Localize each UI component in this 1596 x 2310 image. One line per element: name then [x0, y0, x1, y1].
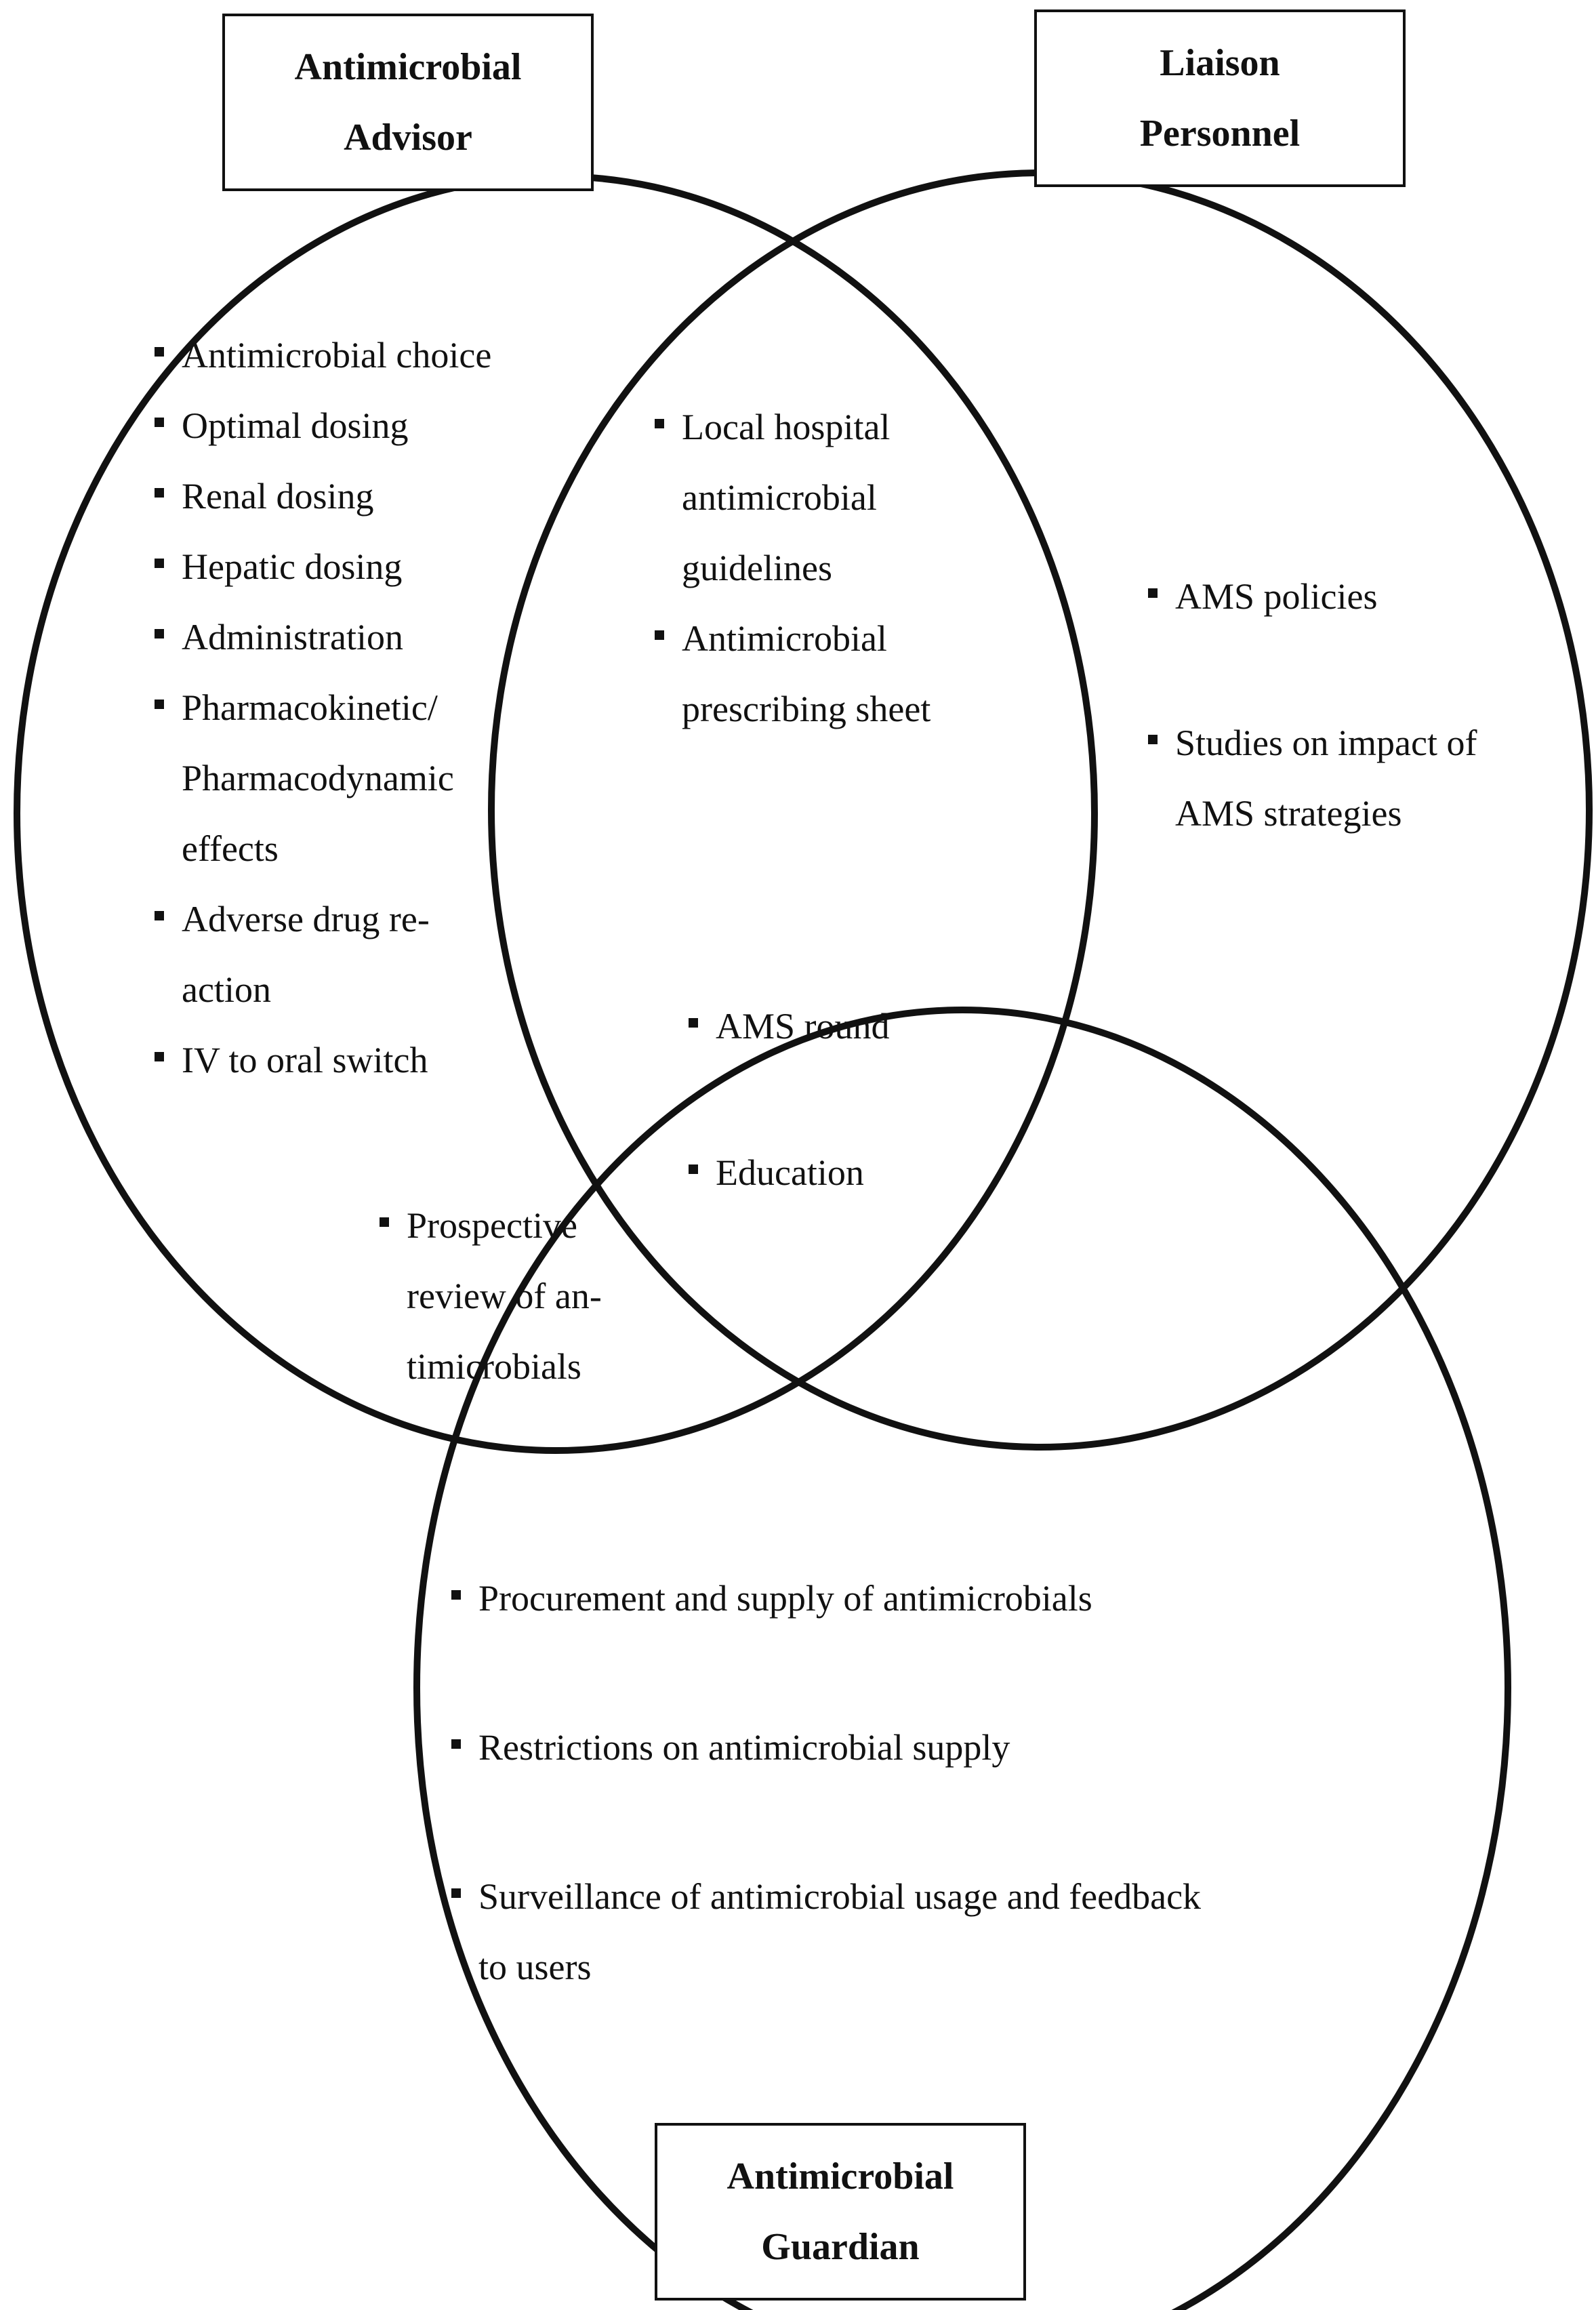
list-item: Pharmacokinetic/ Pharmacodynamic effects — [155, 672, 493, 884]
advisor-only-list: Antimicrobial choice Optimal dosing Rena… — [155, 320, 493, 1095]
liaison-personnel-box: Liaison Personnel — [1034, 9, 1406, 187]
list-item: Renal dosing — [155, 461, 493, 531]
list-item: Antimicrobial prescribing sheet — [655, 603, 973, 744]
list-item: Antimicrobial choice — [155, 320, 493, 390]
guardian-circle — [413, 1007, 1511, 2310]
advisor-liaison-list: Local hospital antimicrobial guidelines … — [655, 392, 973, 744]
advisor-guardian-list: Prospective review of an-timicrobials — [380, 1190, 651, 1402]
list-item: Restrictions on antimicrobial supply — [451, 1712, 1265, 1783]
list-item: IV to oral switch — [155, 1025, 493, 1095]
list-item: AMS policies — [1148, 561, 1514, 632]
list-item: AMS round — [689, 991, 973, 1061]
all-three-list: AMS round Education — [689, 991, 973, 1208]
list-item: Surveillance of antimicrobial usage and … — [451, 1861, 1224, 2002]
list-item: Hepatic dosing — [155, 531, 493, 602]
list-item: Adverse drug re-action — [155, 884, 493, 1025]
guardian-only-list: Procurement and supply of antimicrobials… — [451, 1563, 1265, 2002]
antimicrobial-advisor-box: Antimicrobial Advisor — [222, 14, 594, 191]
list-item: Optimal dosing — [155, 390, 493, 461]
list-item: Administration — [155, 602, 493, 672]
list-item: Prospective review of an-timicrobials — [380, 1190, 651, 1402]
antimicrobial-guardian-box: Antimicrobial Guardian — [655, 2123, 1026, 2301]
list-item: Procurement and supply of antimicrobials — [451, 1563, 1265, 1634]
list-item: Education — [689, 1137, 973, 1208]
list-item: Local hospital antimicrobial guidelines — [655, 392, 973, 603]
liaison-only-list: AMS policies Studies on impact of AMS st… — [1148, 561, 1514, 849]
list-item: Studies on impact of AMS strategies — [1148, 708, 1514, 849]
